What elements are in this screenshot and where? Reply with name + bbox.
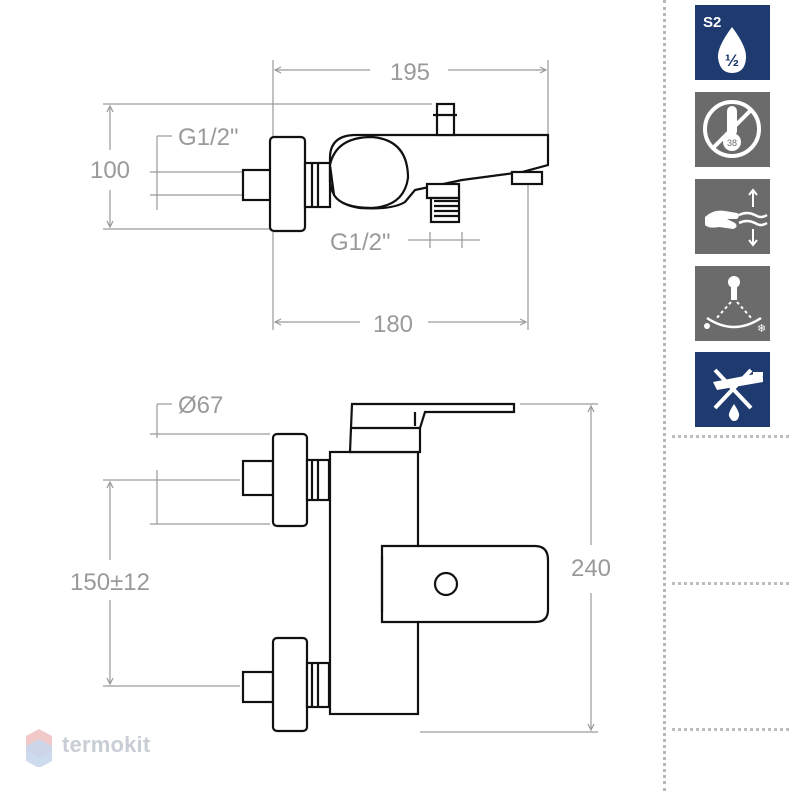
hand-water-flow-icon: [695, 179, 770, 254]
s2-badge: S2: [703, 14, 721, 31]
panel-divider: [663, 0, 666, 791]
thermostat-disabled-icon: 38: [695, 92, 770, 167]
dim-width-top: 195: [390, 59, 430, 86]
thermostat-value: 38: [727, 138, 737, 148]
dim-height-front: 240: [571, 555, 611, 582]
dim-width-bottom: 180: [373, 311, 413, 338]
technical-drawing: 195 180 100 G1/2" G1/2" Ø67 150±12 240: [70, 59, 611, 733]
no-drink-water-icon: [695, 352, 770, 427]
dim-height-side: 100: [90, 157, 130, 184]
panel-separator: [672, 728, 789, 731]
s2-half-inch-outlet-icon: S2 ½: [695, 5, 770, 80]
svg-text:❄: ❄: [757, 322, 766, 335]
brand-logo: termokit: [24, 727, 184, 767]
brand-name: termokit: [62, 732, 151, 757]
half-fraction: ½: [725, 51, 739, 70]
dim-diameter: Ø67: [178, 392, 223, 419]
thread-outlet-label: G1/2": [330, 229, 391, 256]
dim-centers: 150±12: [70, 569, 150, 596]
brand-hexagon-icon: [26, 729, 52, 767]
panel-separator: [672, 582, 789, 585]
side-view-mixer: [241, 102, 550, 233]
spray-hot-cold-icon: ❄: [695, 266, 770, 341]
thread-inlet-label: G1/2": [178, 124, 239, 151]
front-view-mixer: [241, 402, 550, 733]
panel-separator: [672, 435, 789, 438]
